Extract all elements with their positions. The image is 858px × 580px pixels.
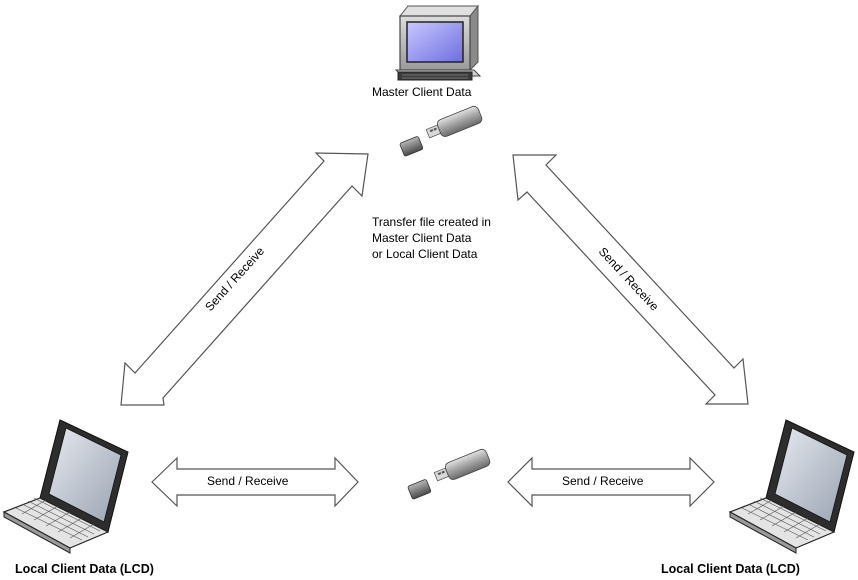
master-client-label: Master Client Data bbox=[372, 85, 472, 99]
desktop-computer-icon bbox=[394, 4, 482, 81]
bottom-right-arrow bbox=[507, 456, 715, 508]
bottom-right-arrow-label: Send / Receive bbox=[562, 474, 644, 488]
local-client-left-label: Local Client Data (LCD) bbox=[15, 562, 154, 576]
usb-drive-icon bbox=[407, 448, 491, 500]
usb-drive-icon bbox=[399, 105, 483, 157]
transfer-note-line1: Transfer file created in bbox=[372, 215, 491, 229]
transfer-note: Transfer file created in Master Client D… bbox=[372, 214, 491, 262]
local-client-right-label: Local Client Data (LCD) bbox=[661, 562, 800, 576]
bottom-left-arrow bbox=[151, 456, 359, 508]
transfer-note-line3: or Local Client Data bbox=[372, 247, 478, 261]
bottom-left-arrow-label: Send / Receive bbox=[207, 474, 289, 488]
laptop-icon bbox=[728, 419, 855, 554]
right-diagonal-arrow bbox=[512, 154, 749, 405]
transfer-note-line2: Master Client Data bbox=[372, 231, 472, 245]
left-diagonal-arrow bbox=[120, 152, 369, 406]
laptop-icon bbox=[2, 419, 129, 554]
